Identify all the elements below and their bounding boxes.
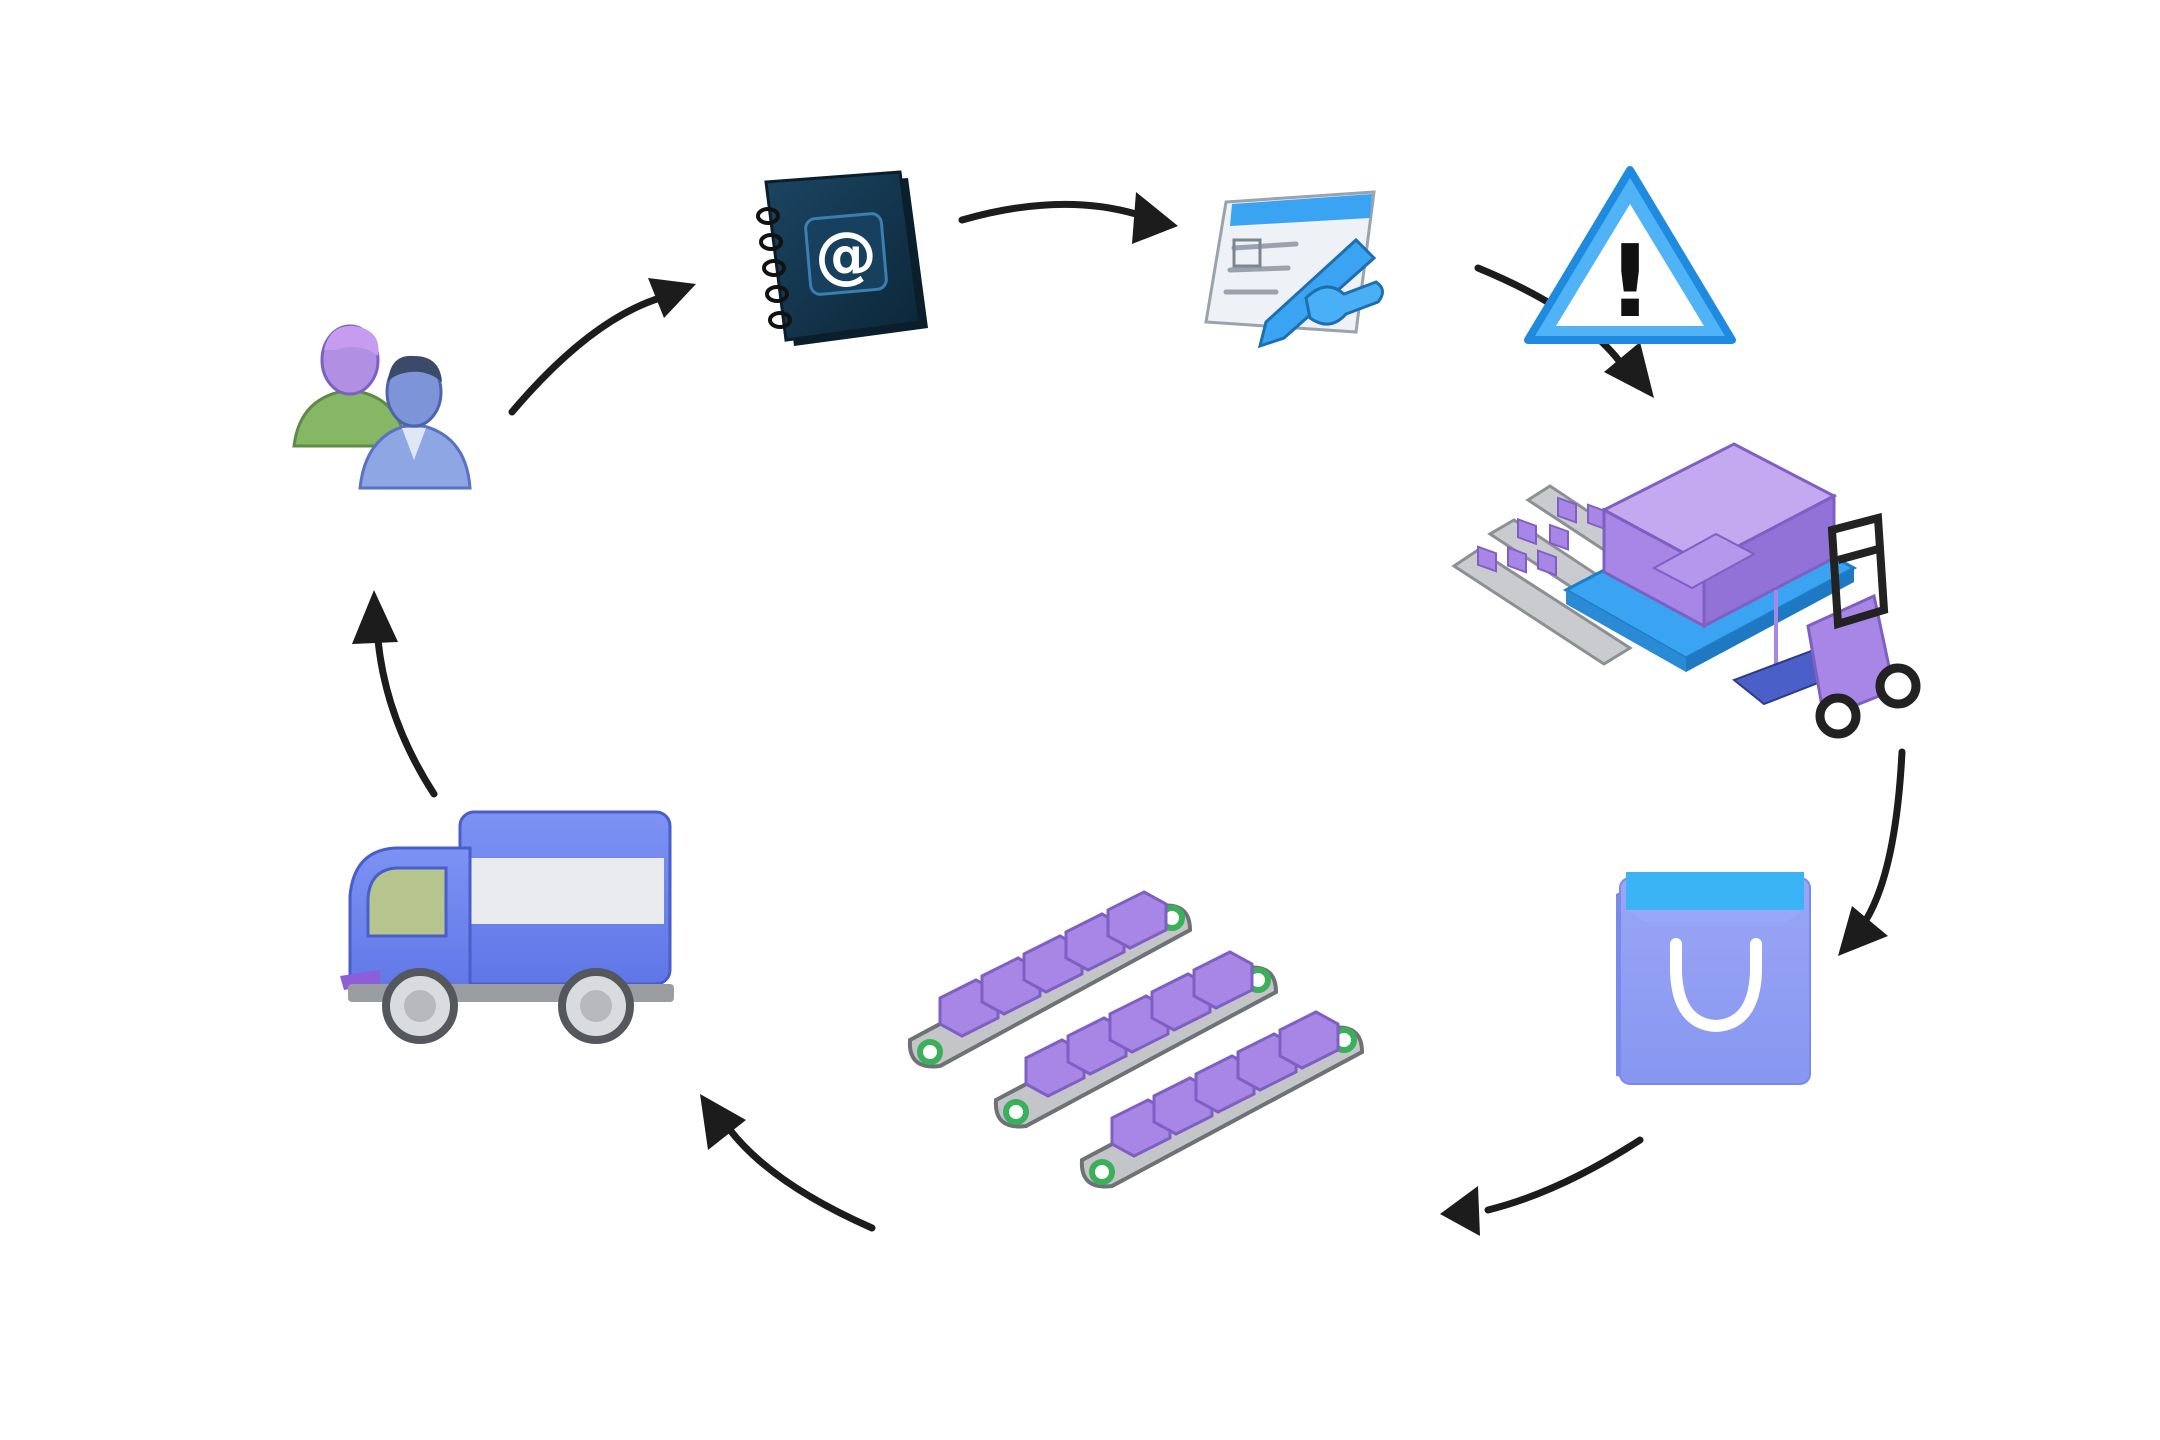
address-book-icon: @ bbox=[756, 170, 928, 346]
form-edit-icon bbox=[1204, 190, 1384, 349]
users-icon bbox=[292, 324, 472, 490]
conveyor-belts-icon bbox=[907, 890, 1365, 1189]
conveyor-boxes bbox=[938, 890, 1340, 1158]
forklift bbox=[1732, 512, 1921, 739]
arrow-truck-to-customers bbox=[352, 590, 438, 798]
delivery-truck-icon bbox=[340, 810, 674, 1044]
exclamation-glyph: ! bbox=[1607, 223, 1653, 340]
shopping-bag-icon bbox=[1616, 872, 1811, 1085]
arrow-production-line-to-truck bbox=[700, 1094, 876, 1232]
arrow-shopping-bag-to-production-line bbox=[1440, 1136, 1644, 1236]
arrow-address-book-to-order-form bbox=[958, 192, 1178, 244]
at-symbol-glyph: @ bbox=[815, 218, 877, 291]
arrow-customers-to-address-book bbox=[508, 278, 696, 416]
flow-arrows bbox=[352, 192, 1906, 1236]
warehouse-forklift-icon bbox=[1451, 442, 1921, 739]
warning-icon: ! bbox=[1524, 166, 1736, 344]
arrow-warehouse-to-shopping-bag bbox=[1838, 748, 1906, 956]
